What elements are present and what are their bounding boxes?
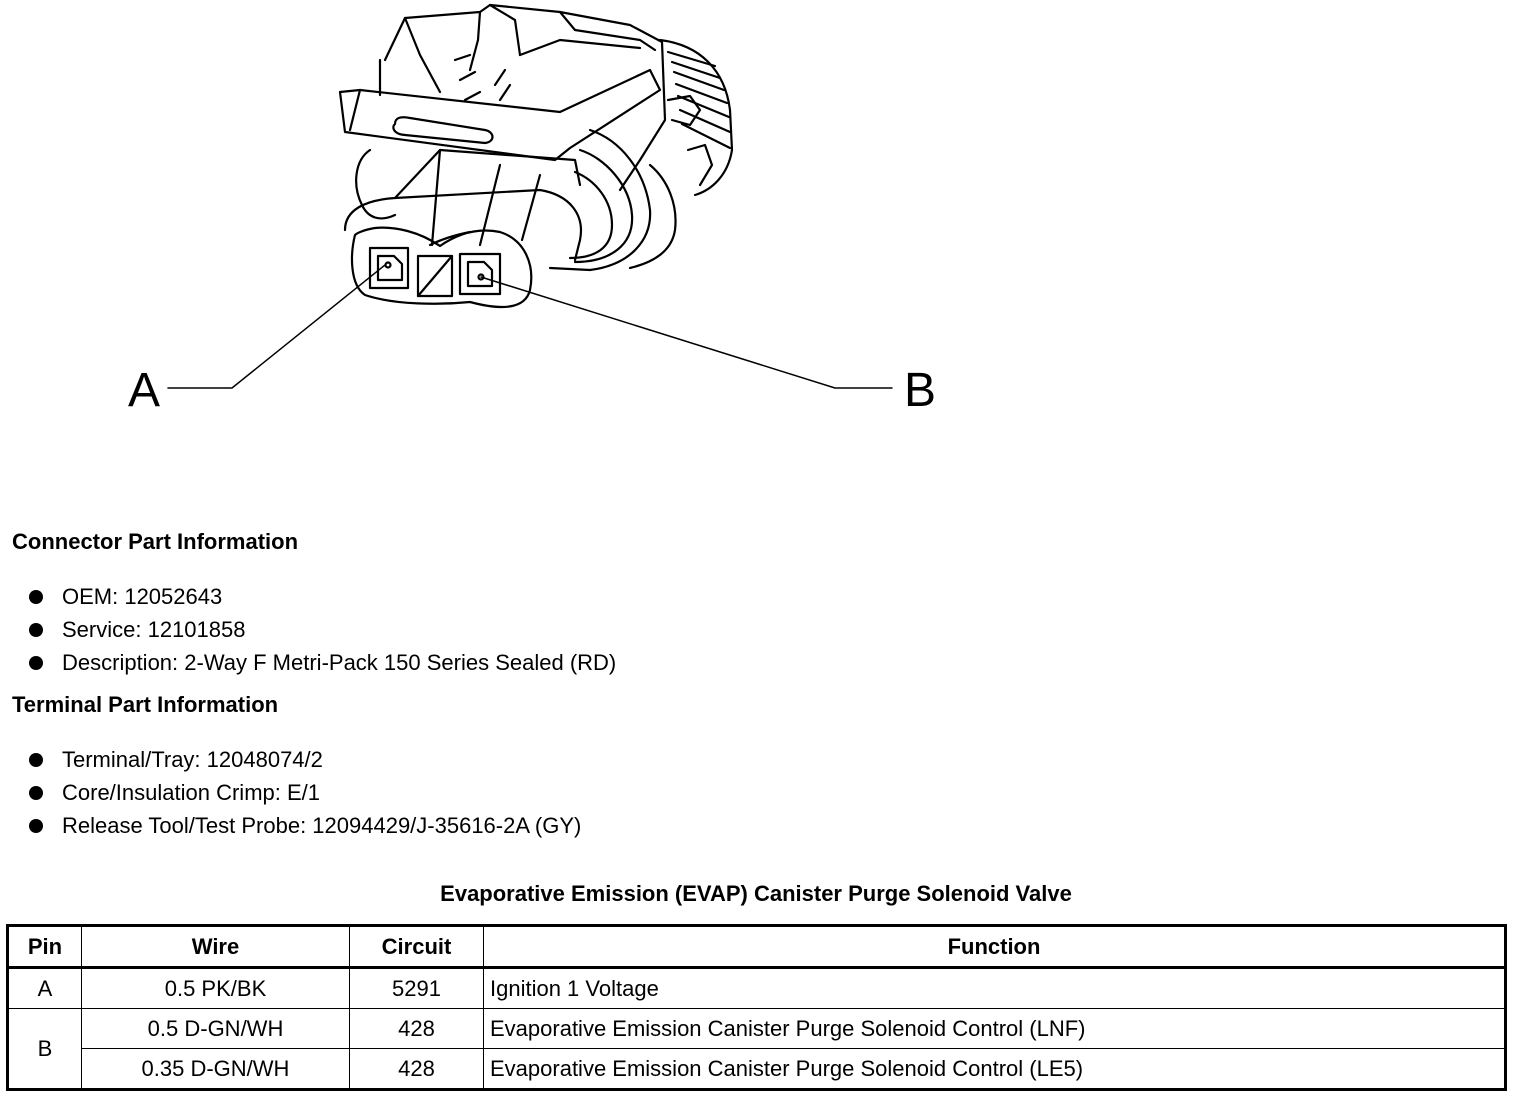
- cell-function: Evaporative Emission Canister Purge Sole…: [483, 1048, 1506, 1090]
- header-pin: Pin: [7, 925, 82, 969]
- list-item: Terminal/Tray: 12048074/2: [0, 743, 581, 776]
- list-item: Service: 12101858: [0, 613, 616, 646]
- bullet-icon: [29, 590, 43, 604]
- connector-service: Service: 12101858: [62, 617, 246, 642]
- connector-drawing: [167, 3, 893, 389]
- leader-line-b: [480, 276, 893, 389]
- release-tool-test-probe: Release Tool/Test Probe: 12094429/J-3561…: [62, 813, 582, 838]
- bullet-icon: [29, 656, 43, 670]
- cell-circuit: 428: [349, 1048, 484, 1090]
- list-item: Description: 2-Way F Metri-Pack 150 Seri…: [0, 646, 616, 679]
- cable-seal-ribs: [658, 38, 734, 197]
- cell-wire: 0.5 D-GN/WH: [81, 1008, 350, 1049]
- pin-leader-lines: [167, 264, 893, 389]
- cell-pin: A: [7, 967, 82, 1009]
- bullet-icon: [29, 753, 43, 767]
- cell-function: Ignition 1 Voltage: [483, 967, 1506, 1009]
- terminal-tray: Terminal/Tray: 12048074/2: [62, 747, 323, 772]
- connector-part-list: OEM: 12052643 Service: 12101858 Descript…: [0, 580, 616, 679]
- header-wire: Wire: [81, 925, 350, 969]
- pinout-table: Pin Wire Circuit Function A 0.5 PK/BK 52…: [6, 924, 1507, 1091]
- terminal-part-list: Terminal/Tray: 12048074/2 Core/Insulatio…: [0, 743, 581, 842]
- pin-a-label: A: [128, 364, 161, 417]
- core-insulation-crimp: Core/Insulation Crimp: E/1: [62, 780, 320, 805]
- header-function: Function: [483, 925, 1506, 969]
- bullet-icon: [29, 786, 43, 800]
- header-circuit: Circuit: [349, 925, 484, 969]
- cell-wire: 0.35 D-GN/WH: [81, 1048, 350, 1090]
- terminal-part-heading: Terminal Part Information: [12, 692, 279, 717]
- connector-description: Description: 2-Way F Metri-Pack 150 Seri…: [62, 650, 617, 675]
- bullet-icon: [29, 623, 43, 637]
- cell-function: Evaporative Emission Canister Purge Sole…: [483, 1008, 1506, 1049]
- leader-line-a: [167, 264, 386, 389]
- list-item: Core/Insulation Crimp: E/1: [0, 776, 581, 809]
- bullet-icon: [29, 819, 43, 833]
- connector-body: [338, 3, 677, 308]
- pin-b-label: B: [904, 364, 937, 417]
- table-row: 0.35 D-GN/WH 428 Evaporative Emission Ca…: [8, 1048, 1506, 1090]
- cell-pin: B: [7, 1008, 82, 1090]
- table-header-row: Pin Wire Circuit Function: [7, 925, 1506, 969]
- table-row: A 0.5 PK/BK 5291 Ignition 1 Voltage: [7, 967, 1506, 1009]
- cell-wire: 0.5 PK/BK: [81, 967, 350, 1009]
- list-item: Release Tool/Test Probe: 12094429/J-3561…: [0, 809, 581, 842]
- cell-circuit: 428: [349, 1008, 484, 1049]
- table-title: Evaporative Emission (EVAP) Canister Pur…: [440, 881, 1072, 906]
- cell-circuit: 5291: [349, 967, 484, 1009]
- list-item: OEM: 12052643: [0, 580, 616, 613]
- connector-part-heading: Connector Part Information: [12, 529, 299, 554]
- connector-illustration: A B: [0, 0, 1520, 470]
- table-row: B 0.5 D-GN/WH 428 Evaporative Emission C…: [7, 1008, 1506, 1090]
- connector-oem: OEM: 12052643: [62, 584, 223, 609]
